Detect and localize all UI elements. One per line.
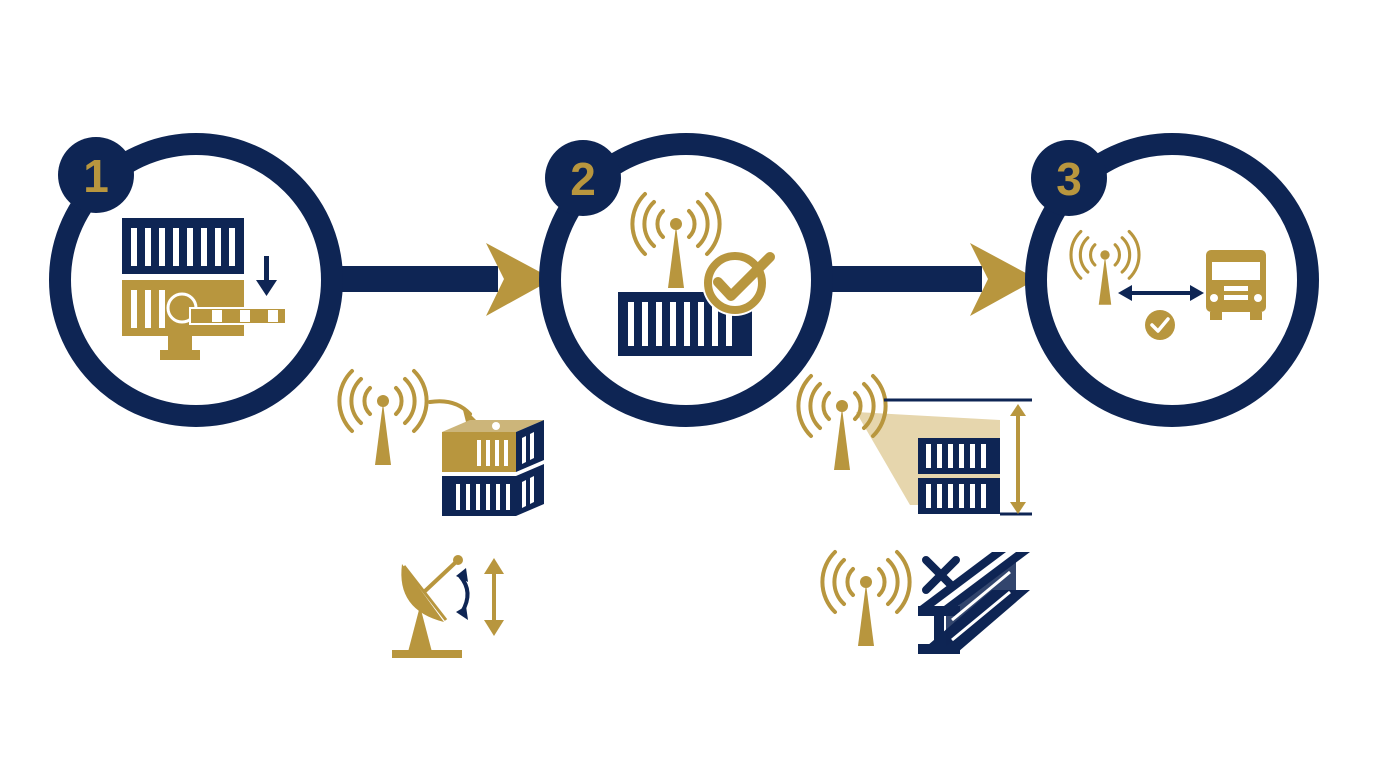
step-2: 2	[539, 133, 833, 427]
step-1-number: 1	[83, 150, 109, 202]
antenna-container-verified-icon	[618, 192, 775, 356]
step-3-ring	[1025, 133, 1319, 427]
step-3-number: 3	[1056, 153, 1082, 205]
step-2-number: 2	[570, 153, 596, 205]
step-2-badge	[545, 140, 621, 216]
step-1: 1	[49, 133, 343, 427]
arrow-1-to-2	[338, 243, 553, 316]
gate-barrier-container-icon	[122, 218, 287, 360]
antenna-truck-link-verified-icon	[1069, 229, 1266, 340]
antenna-steel-beam-blocked-icon	[820, 550, 1030, 654]
step-3-badge	[1031, 140, 1107, 216]
antenna-to-container-stack-icon	[337, 369, 544, 516]
step-3: 3	[1025, 133, 1319, 427]
step-1-badge	[58, 137, 134, 213]
satellite-dish-tilt-icon	[392, 555, 504, 658]
arrow-2-to-3	[822, 243, 1037, 316]
antenna-scan-container-height-icon	[796, 374, 1032, 516]
